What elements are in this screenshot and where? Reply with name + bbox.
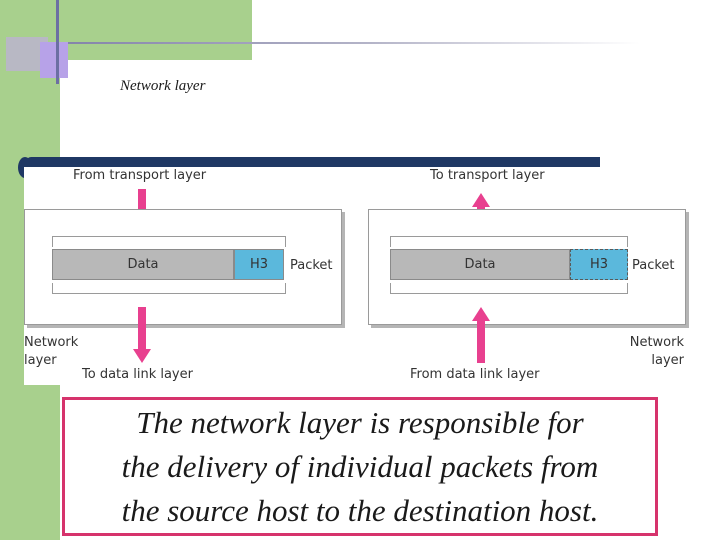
right-side-label: Network layer bbox=[624, 334, 684, 370]
right-side-label-line1: Network bbox=[629, 335, 684, 350]
right-up-arrow-bottom bbox=[472, 307, 490, 363]
left-data-segment: Data bbox=[52, 249, 234, 280]
left-side-label-line2: layer bbox=[24, 353, 57, 368]
right-top-label: To transport layer bbox=[430, 168, 545, 183]
right-packet-label: Packet bbox=[632, 258, 675, 273]
violet-square-decoration bbox=[40, 42, 68, 78]
caption-line-1: The network layer is responsible for bbox=[136, 404, 584, 440]
left-packet-bracket-top bbox=[52, 236, 286, 247]
green-top-block bbox=[60, 0, 252, 60]
right-side-label-line2: layer bbox=[651, 353, 684, 368]
navy-title-bar bbox=[26, 157, 600, 167]
left-packet-label: Packet bbox=[290, 258, 333, 273]
left-down-arrow-bottom bbox=[133, 307, 151, 363]
left-side-label-line1: Network bbox=[24, 335, 79, 350]
left-bottom-label: To data link layer bbox=[82, 367, 193, 382]
left-h3-header: H3 bbox=[234, 249, 284, 280]
caption-text: The network layer is responsible for the… bbox=[122, 401, 599, 533]
caption-line-3: the source host to the destination host. bbox=[121, 492, 599, 528]
right-bottom-label: From data link layer bbox=[410, 367, 540, 382]
top-rule-line bbox=[40, 42, 640, 44]
slide-title: Network layer bbox=[120, 78, 206, 94]
network-layer-diagram: From transport layer Data H3 Packet Netw… bbox=[24, 167, 686, 385]
right-h3-header: H3 bbox=[570, 249, 628, 280]
caption-line-2: the delivery of individual packets from bbox=[121, 448, 599, 484]
right-packet-bracket-bottom bbox=[390, 283, 628, 294]
right-data-segment: Data bbox=[390, 249, 570, 280]
caption-box: The network layer is responsible for the… bbox=[62, 397, 658, 536]
right-packet-bracket-top bbox=[390, 236, 628, 247]
left-side-label: Network layer bbox=[24, 334, 78, 370]
left-packet-bracket-bottom bbox=[52, 283, 286, 294]
vertical-rule-line bbox=[56, 0, 59, 84]
left-top-label: From transport layer bbox=[73, 168, 207, 183]
